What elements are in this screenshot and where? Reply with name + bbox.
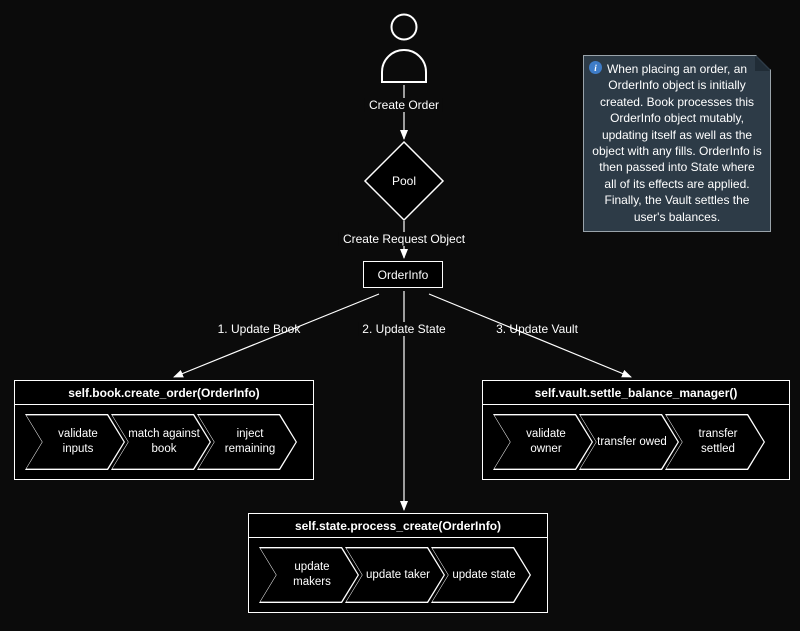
pool-node-label: Pool bbox=[391, 174, 417, 188]
edge-label-create-order: Create Order bbox=[364, 98, 444, 112]
note-box: i When placing an order, an OrderInfo ob… bbox=[583, 55, 771, 232]
step-match-against-book: match against book bbox=[112, 415, 209, 468]
step-chevron: transfer settled bbox=[665, 414, 765, 470]
person-icon bbox=[381, 13, 427, 83]
step-transfer-settled: transfer settled bbox=[666, 415, 763, 468]
state-steps-row: update makers update taker update state bbox=[249, 538, 547, 612]
step-chevron: update makers bbox=[259, 547, 359, 603]
edge-label-update-vault: 3. Update Vault bbox=[496, 322, 578, 336]
step-chevron: inject remaining bbox=[197, 414, 297, 470]
vault-steps-row: validate owner transfer owed transfer se… bbox=[483, 405, 789, 479]
step-chevron: transfer owed bbox=[579, 414, 679, 470]
orderinfo-node: OrderInfo bbox=[363, 261, 443, 288]
edge-label-update-book: 1. Update Book bbox=[217, 322, 301, 336]
step-chevron: update taker bbox=[345, 547, 445, 603]
vault-function-box: self.vault.settle_balance_manager() vali… bbox=[482, 380, 790, 480]
step-chevron: validate owner bbox=[493, 414, 593, 470]
vault-box-title: self.vault.settle_balance_manager() bbox=[483, 381, 789, 405]
step-transfer-owed: transfer owed bbox=[580, 415, 677, 468]
pool-diamond bbox=[363, 140, 445, 222]
book-box-title: self.book.create_order(OrderInfo) bbox=[15, 381, 313, 405]
step-update-makers: update makers bbox=[260, 548, 357, 601]
edge-label-create-request-object: Create Request Object bbox=[338, 232, 470, 246]
state-box-title: self.state.process_create(OrderInfo) bbox=[249, 514, 547, 538]
step-chevron: update state bbox=[431, 547, 531, 603]
book-steps-row: validate inputs match against book injec… bbox=[15, 405, 313, 479]
note-text: When placing an order, an OrderInfo obje… bbox=[592, 62, 762, 224]
step-inject-remaining: inject remaining bbox=[198, 415, 295, 468]
step-chevron: match against book bbox=[111, 414, 211, 470]
book-function-box: self.book.create_order(OrderInfo) valida… bbox=[14, 380, 314, 480]
step-chevron: validate inputs bbox=[25, 414, 125, 470]
step-validate-owner: validate owner bbox=[494, 415, 591, 468]
state-function-box: self.state.process_create(OrderInfo) upd… bbox=[248, 513, 548, 613]
info-icon: i bbox=[589, 61, 602, 74]
step-update-state: update state bbox=[432, 548, 529, 601]
arrow-orderinfo-to-book bbox=[173, 293, 380, 378]
step-validate-inputs: validate inputs bbox=[26, 415, 123, 468]
arrow-orderinfo-to-vault bbox=[428, 293, 632, 378]
edge-label-update-state: 2. Update State bbox=[358, 322, 450, 336]
step-update-taker: update taker bbox=[346, 548, 443, 601]
